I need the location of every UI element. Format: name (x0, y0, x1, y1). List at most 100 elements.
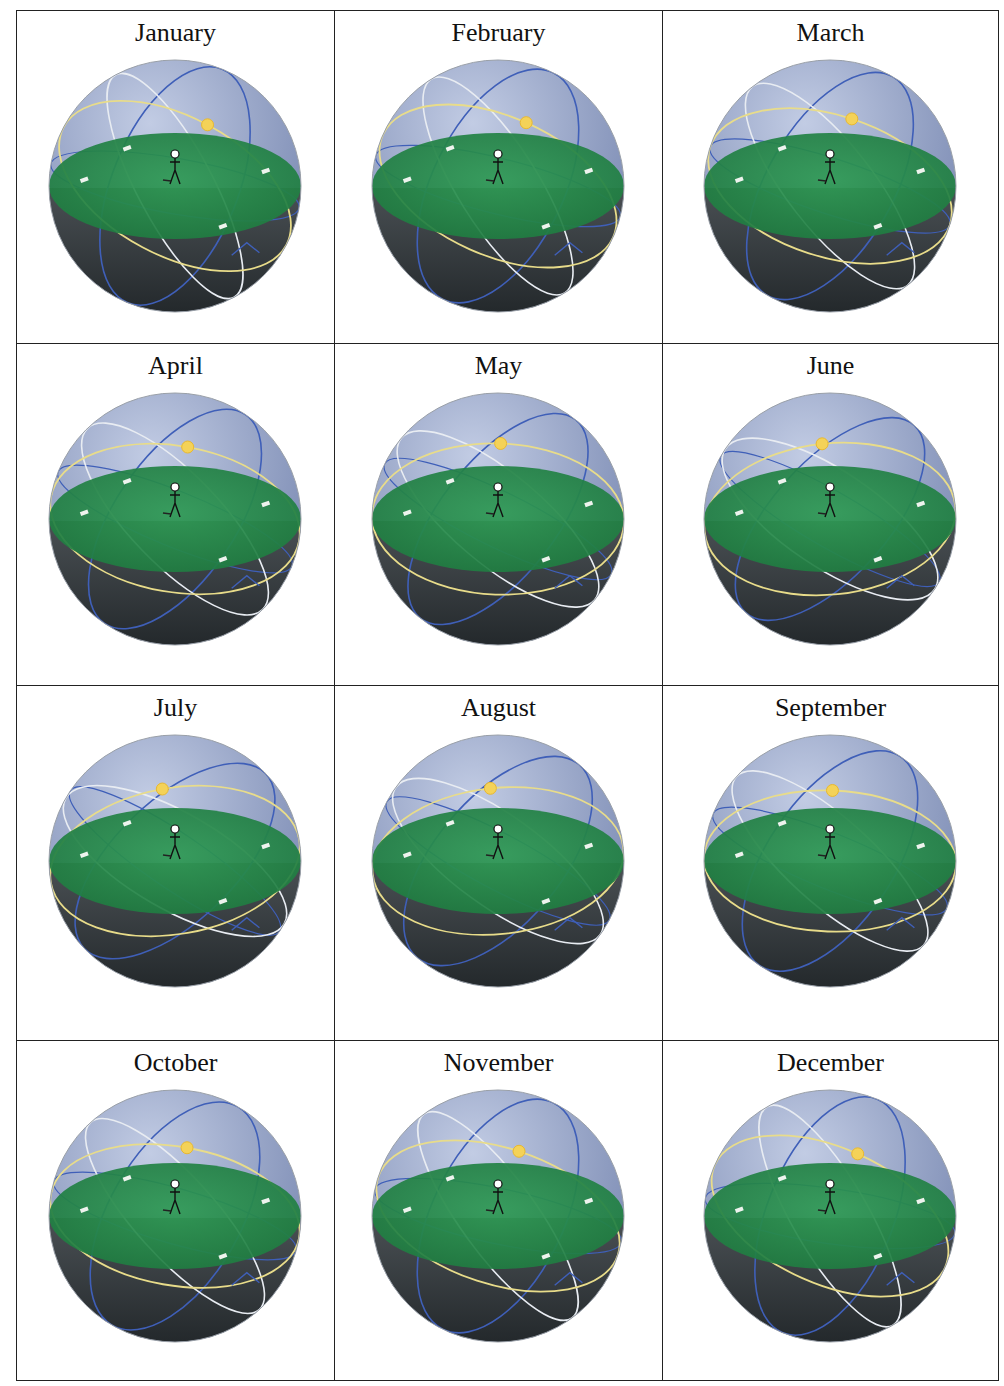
celestial-sphere (688, 45, 971, 326)
observer-body (170, 491, 180, 517)
ecliptic-path (38, 425, 312, 613)
month-panel: February (334, 10, 663, 344)
observer-shadow (818, 513, 826, 514)
direction-marker (541, 898, 550, 904)
celestial-sphere (702, 721, 959, 1000)
direction-marker (80, 509, 89, 515)
observer-head (826, 150, 834, 158)
month-label: December (663, 1047, 998, 1079)
month-label: January (17, 17, 334, 49)
celestial-equator (369, 724, 628, 998)
meridian-line (369, 129, 627, 244)
sphere-outline (372, 393, 624, 645)
direction-marker (873, 1253, 882, 1259)
observer-head (171, 825, 179, 833)
ecliptic-path (355, 71, 642, 300)
horizon-plane (372, 1163, 624, 1269)
month-label: May (335, 350, 662, 382)
direction-marker (873, 556, 882, 562)
observer-shadow (818, 1210, 826, 1211)
observer-shadow (163, 855, 171, 856)
direction-marker (446, 820, 455, 826)
ecliptic-path (702, 786, 959, 936)
observer-shadow (486, 855, 494, 856)
month-panel: June (662, 343, 999, 686)
horizon-plane (704, 1163, 956, 1269)
observer-body (825, 158, 835, 184)
direction-marker (873, 223, 882, 229)
direction-marker (261, 843, 270, 849)
sun (484, 782, 496, 794)
meridian-line (702, 121, 959, 252)
celestial-sphere (355, 44, 642, 328)
horizon-plane (704, 808, 956, 914)
month-panel: December (662, 1040, 999, 1381)
observer-body (170, 1188, 180, 1214)
observer-body (170, 158, 180, 184)
month-label: October (17, 1047, 334, 1079)
sphere-outline (372, 60, 624, 312)
celestial-sphere (31, 46, 319, 327)
direction-marker (80, 1206, 89, 1212)
ecliptic-path (357, 1112, 639, 1319)
celestial-sphere (38, 730, 312, 992)
ecliptic-path (39, 1126, 311, 1306)
direction-marker (735, 176, 744, 182)
observer-body (493, 158, 503, 184)
month-label: June (663, 350, 998, 382)
ecliptic-path (365, 775, 631, 947)
observer-shadow (818, 180, 826, 181)
direction-marker (123, 820, 132, 826)
direction-marker (123, 478, 132, 484)
meridian-line (703, 788, 957, 934)
month-label: November (335, 1047, 662, 1079)
celestial-sphere (369, 384, 626, 654)
direction-marker (261, 1198, 270, 1204)
direction-marker (80, 176, 89, 182)
direction-marker (446, 478, 455, 484)
blue-marker-line (887, 576, 915, 589)
month-panel: March (662, 10, 999, 344)
observer-body (825, 1188, 835, 1214)
sphere-outline (49, 60, 301, 312)
observer-head (171, 1180, 179, 1188)
observer-head (494, 1180, 502, 1188)
month-label: March (663, 17, 998, 49)
celestial-sphere (357, 1074, 639, 1358)
blue-marker-line (887, 1273, 915, 1286)
direction-marker (218, 556, 227, 562)
direction-marker (778, 478, 787, 484)
direction-marker (916, 1198, 925, 1204)
blue-marker-line (887, 243, 915, 256)
celestial-equator (703, 387, 958, 652)
direction-marker (916, 843, 925, 849)
white-circle (369, 750, 626, 972)
sun (852, 1148, 864, 1160)
observer-shadow (486, 1210, 494, 1211)
ecliptic-path (687, 1103, 973, 1330)
observer-body (493, 833, 503, 859)
month-panel: November (334, 1040, 663, 1381)
direction-marker (584, 1198, 593, 1204)
horizon-plane (704, 466, 956, 572)
observer-body (170, 833, 180, 859)
observer-head (826, 1180, 834, 1188)
direction-marker (778, 820, 787, 826)
month-label: September (663, 692, 998, 724)
ecliptic-path (688, 80, 971, 292)
direction-marker (778, 145, 787, 151)
sphere-outline (49, 735, 301, 987)
observer-shadow (163, 1210, 171, 1211)
observer-shadow (486, 513, 494, 514)
horizon-plane (49, 808, 301, 914)
direction-marker (218, 223, 227, 229)
direction-marker (735, 509, 744, 515)
sun (156, 783, 168, 795)
month-label: April (17, 350, 334, 382)
month-panel: October (16, 1040, 335, 1381)
direction-marker (584, 843, 593, 849)
observer-head (171, 150, 179, 158)
sphere-outline (372, 735, 624, 987)
direction-marker (916, 501, 925, 507)
blue-marker-line (232, 918, 260, 931)
